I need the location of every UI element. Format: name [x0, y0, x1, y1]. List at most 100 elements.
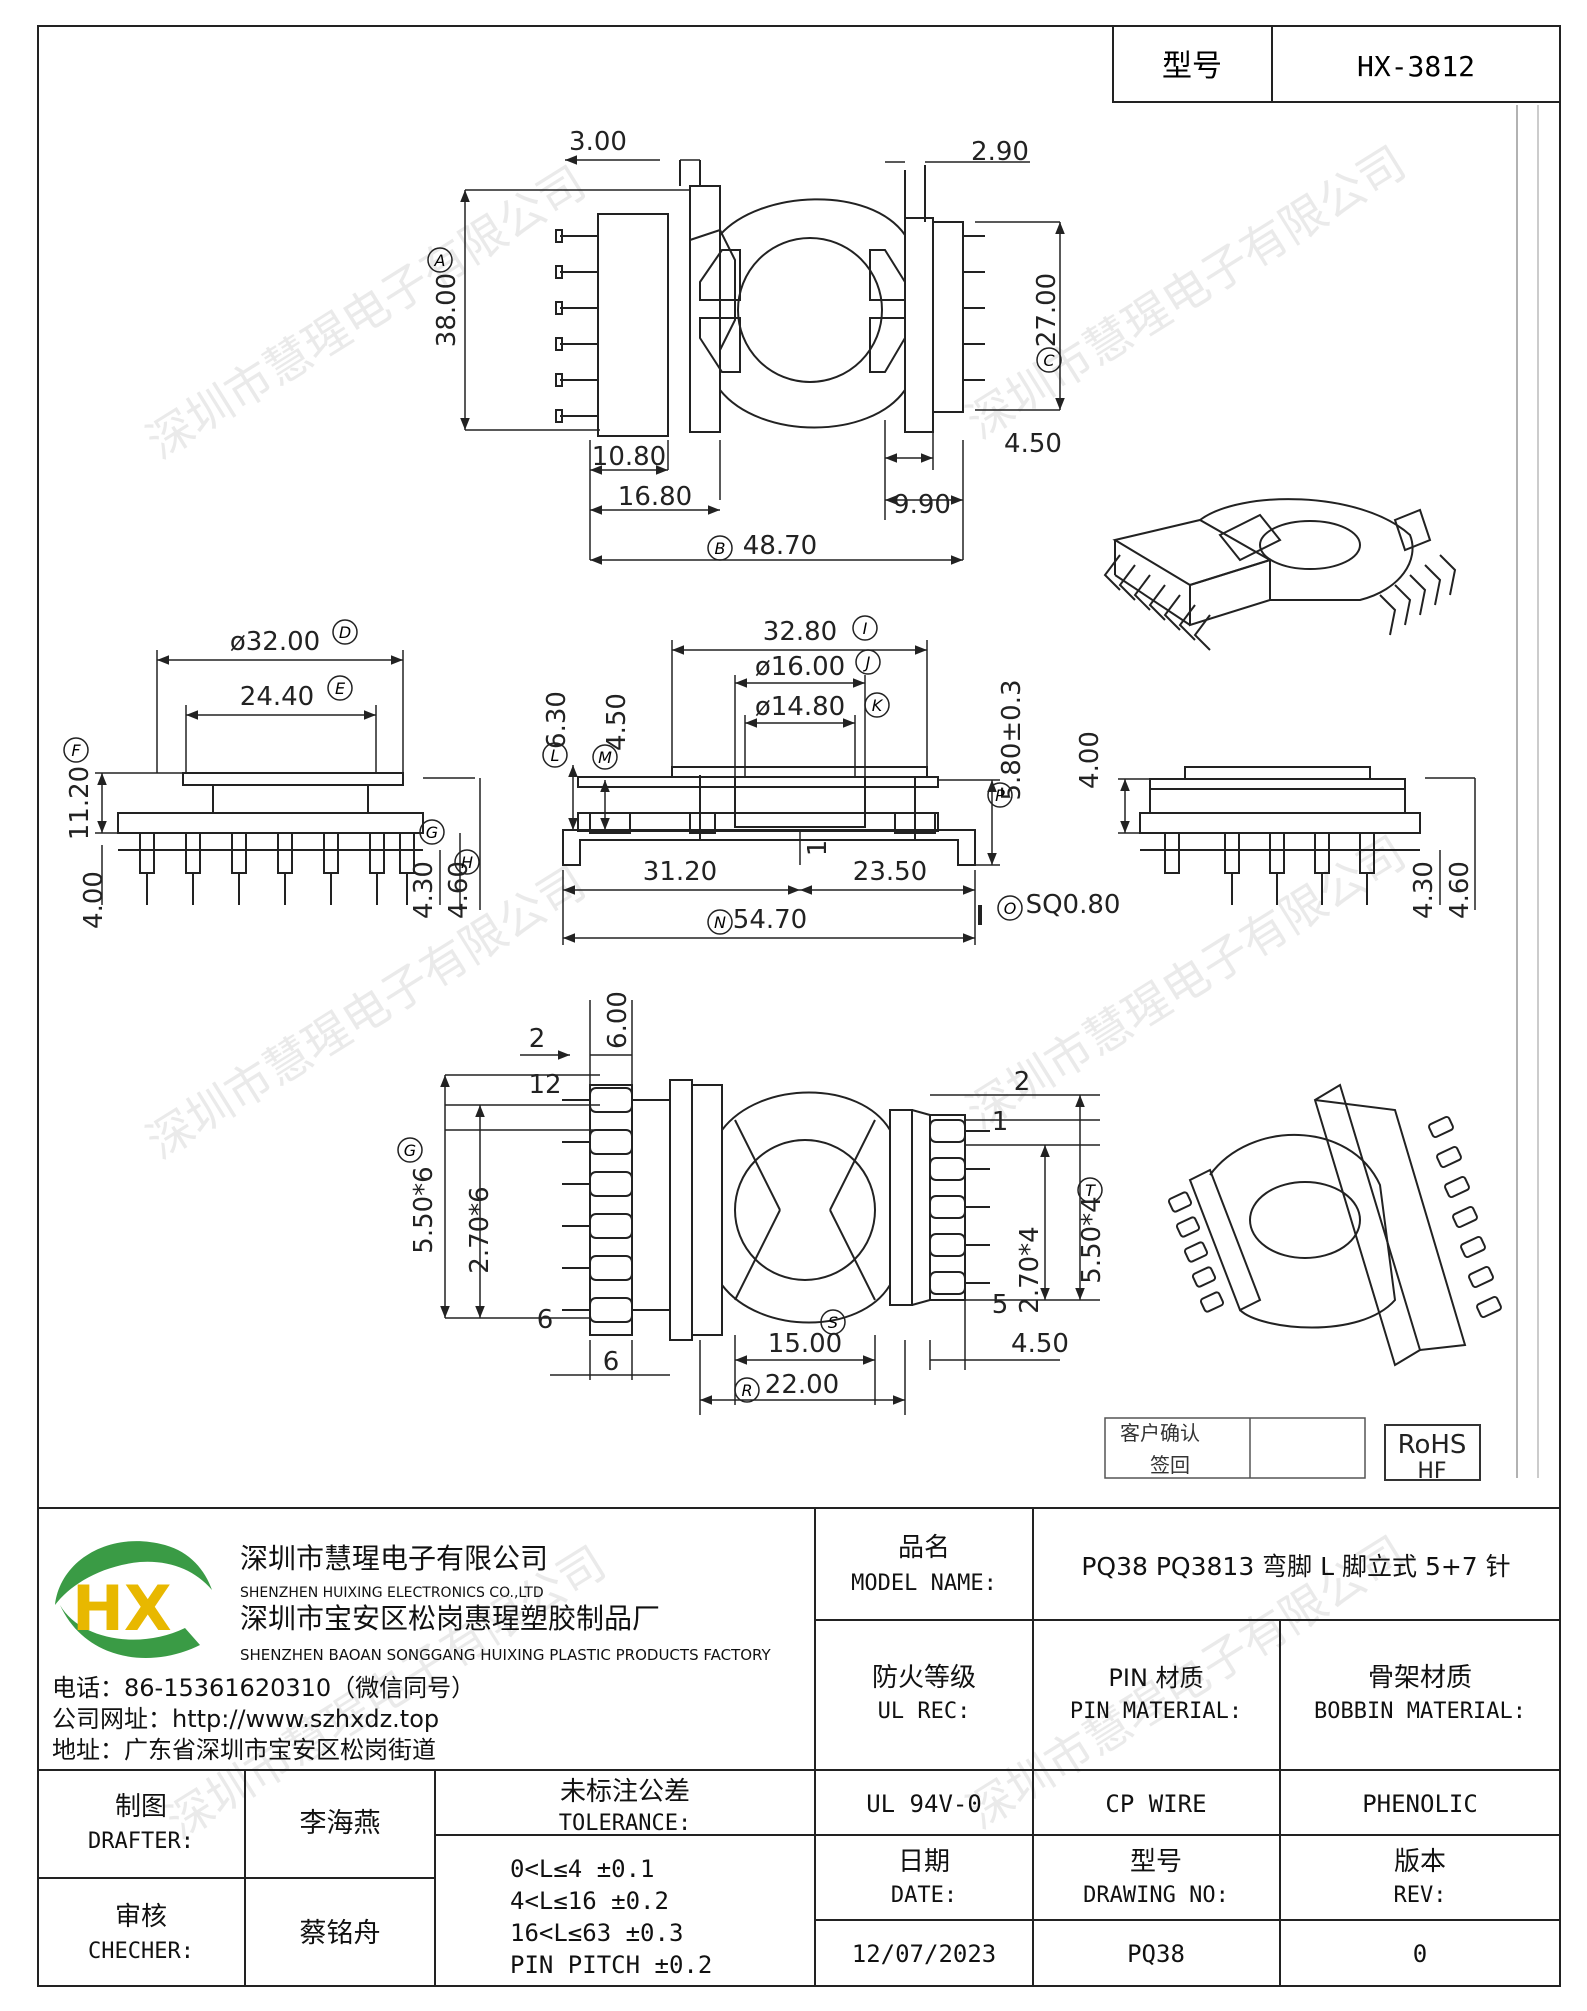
bottom-view-labels: 2 6.00 12 6 5.50*6 2.70*6 6 15.00 22.00 … [409, 991, 1107, 1400]
svg-text:1: 1 [992, 1107, 1009, 1137]
svg-text:深圳市慧瑆电子有限公司: 深圳市慧瑆电子有限公司 [957, 135, 1415, 449]
svg-text:DRAFTER:: DRAFTER: [88, 1829, 194, 1854]
side-view-left-tags: D E F G H [63, 619, 480, 875]
model-header-value: HX-3812 [1357, 50, 1475, 83]
svg-text:11.20: 11.20 [65, 766, 95, 840]
svg-text:6.30: 6.30 [542, 691, 572, 749]
svg-text:J: J [863, 653, 871, 672]
top-view-tags: A B C [427, 247, 1062, 561]
svg-text:6: 6 [537, 1305, 554, 1335]
svg-text:E: E [335, 679, 346, 698]
svg-text:HF: HF [1417, 1459, 1446, 1484]
svg-text:4.30: 4.30 [409, 861, 439, 919]
bobbin-material-value: PHENOLIC [1362, 1790, 1478, 1818]
side-view-left-labels: ø32.00 24.40 11.20 4.00 4.30 4.60 [65, 627, 474, 929]
front-view-dims [562, 640, 1000, 945]
logo-letters: HX [72, 1572, 172, 1645]
date-value: 12/07/2023 [852, 1940, 997, 1968]
svg-text:H: H [461, 853, 473, 872]
svg-text:4.00: 4.00 [1075, 731, 1105, 789]
svg-text:4.30: 4.30 [1409, 861, 1439, 919]
svg-text:2: 2 [529, 1024, 546, 1054]
svg-text:MODEL NAME:: MODEL NAME: [851, 1571, 997, 1596]
svg-text:K: K [872, 696, 884, 715]
svg-text:O: O [1004, 899, 1017, 918]
model-name-value: PQ38 PQ3813 弯脚 L 脚立式 5+7 针 [1081, 1552, 1510, 1581]
svg-text:R: R [741, 1381, 752, 1400]
front-view-tags: I J K L M N O P [542, 615, 1023, 935]
top-right-pins [963, 235, 985, 381]
side-view-right-labels: 4.00 4.30 4.60 [1075, 731, 1475, 919]
svg-text:27.00: 27.00 [1032, 273, 1062, 347]
side-view-left [117, 772, 424, 905]
factory-name-en: SHENZHEN BAOAN SONGGANG HUIXING PLASTIC … [240, 1646, 772, 1664]
side-view-right [1139, 766, 1421, 905]
svg-text:16<L≤63 ±0.3: 16<L≤63 ±0.3 [510, 1919, 683, 1947]
svg-text:PIN 材质: PIN 材质 [1108, 1664, 1203, 1692]
sheet-border [37, 25, 1561, 1987]
svg-text:12: 12 [528, 1070, 561, 1100]
company-phone: 电话：86-15361620310（微信同号） [52, 1674, 475, 1702]
svg-text:0<L≤4 ±0.1: 0<L≤4 ±0.1 [510, 1855, 655, 1883]
svg-text:PIN PITCH ±0.2: PIN PITCH ±0.2 [510, 1951, 712, 1979]
svg-text:F: F [71, 741, 81, 760]
svg-text:5: 5 [992, 1290, 1009, 1320]
svg-text:REV:: REV: [1394, 1883, 1447, 1908]
company-logo: HX [55, 1541, 212, 1658]
factory-name-cn: 深圳市宝安区松岗惠瑆塑胶制品厂 [240, 1602, 660, 1635]
svg-text:5.50*6: 5.50*6 [409, 1166, 439, 1253]
svg-text:SQ0.80: SQ0.80 [1026, 890, 1121, 920]
svg-text:深圳市慧瑆电子有限公司: 深圳市慧瑆电子有限公司 [137, 155, 595, 469]
svg-text:UL REC:: UL REC: [878, 1699, 971, 1724]
svg-text:4.00: 4.00 [79, 871, 109, 929]
side-view-left-dims [95, 650, 481, 910]
svg-text:P: P [995, 786, 1005, 805]
svg-text:DATE:: DATE: [891, 1883, 957, 1908]
svg-text:DRAWING NO:: DRAWING NO: [1083, 1883, 1229, 1908]
company-website: 公司网址：http://www.szhxdz.top [52, 1705, 439, 1733]
ul-rating-value: UL 94V-0 [866, 1790, 982, 1818]
svg-text:签回: 签回 [1150, 1453, 1190, 1477]
svg-text:G: G [404, 1141, 416, 1160]
drafter-name: 李海燕 [300, 1808, 381, 1839]
rohs-mark: RoHS HF [1384, 1424, 1481, 1484]
svg-text:骨架材质: 骨架材质 [1368, 1663, 1472, 1693]
svg-text:深圳市慧瑆电子有限公司: 深圳市慧瑆电子有限公司 [137, 855, 595, 1169]
company-address: 地址：广东省深圳市宝安区松岗街道 [52, 1736, 436, 1764]
title-block-text: 品名 MODEL NAME: PQ38 PQ3813 弯脚 L 脚立式 5+7 … [88, 1533, 1526, 1964]
company-info: 深圳市慧瑆电子有限公司 SHENZHEN HUIXING ELECTRONICS… [52, 1542, 772, 1764]
top-view-labels: 3.00 2.90 38.00 27.00 10.80 16.80 4.50 9… [432, 127, 1062, 561]
customer-confirm-box: 客户确认 签回 [1104, 1417, 1366, 1479]
bottom-view-tags: G R S T [397, 1137, 1103, 1403]
svg-text:2.70*6: 2.70*6 [465, 1186, 495, 1273]
svg-text:未标注公差: 未标注公差 [560, 1777, 690, 1807]
svg-text:16.80: 16.80 [618, 482, 692, 512]
svg-text:RoHS: RoHS [1398, 1430, 1467, 1460]
svg-text:I: I [863, 619, 868, 638]
svg-text:L: L [551, 746, 560, 765]
svg-text:4.60: 4.60 [1445, 861, 1475, 919]
top-view [555, 160, 985, 437]
svg-text:2.70*4: 2.70*4 [1015, 1226, 1045, 1313]
svg-text:B: B [715, 539, 726, 558]
title-block-bottom: 日期 DATE: 型号 DRAWING NO: 版本 REV: 12/07/20… [852, 1847, 1447, 1968]
svg-text:5.50*4: 5.50*4 [1077, 1196, 1107, 1283]
svg-text:ø16.00: ø16.00 [755, 652, 845, 682]
svg-text:ø32.00: ø32.00 [230, 627, 320, 657]
svg-text:4<L≤16 ±0.2: 4<L≤16 ±0.2 [510, 1887, 669, 1915]
svg-text:版本: 版本 [1394, 1847, 1446, 1877]
svg-text:10.80: 10.80 [592, 442, 666, 472]
drawing-number-value: PQ38 [1127, 1940, 1185, 1968]
svg-text:BOBBIN MATERIAL:: BOBBIN MATERIAL: [1314, 1699, 1526, 1724]
svg-text:CHECHER:: CHECHER: [88, 1939, 194, 1964]
title-block-grid [38, 1507, 1560, 1986]
model-header-label: 型号 [1162, 49, 1222, 84]
svg-text:24.40: 24.40 [240, 682, 314, 712]
svg-text:C: C [1043, 351, 1055, 370]
side-view-right-dims [1118, 777, 1476, 910]
svg-text:2.90: 2.90 [971, 137, 1029, 167]
svg-text:9.90: 9.90 [893, 490, 951, 520]
svg-text:3.00: 3.00 [569, 127, 627, 157]
tolerance-table: 0<L≤4 ±0.1 4<L≤16 ±0.2 16<L≤63 ±0.3 PIN … [510, 1855, 712, 1979]
